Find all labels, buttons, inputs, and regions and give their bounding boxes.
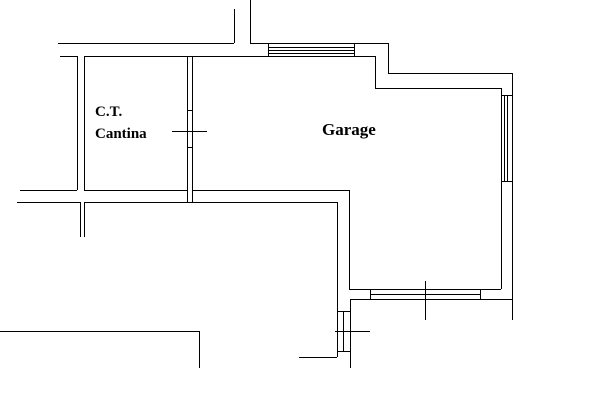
right-inner-wall <box>501 88 502 289</box>
right-outer-wall <box>512 73 513 320</box>
garage-step-inner-v <box>349 190 350 289</box>
lower-wall-outer-v <box>337 202 338 357</box>
top-inner-wall-left <box>60 56 77 57</box>
room-label-cantina: Cantina <box>95 126 147 142</box>
top-opening-jamb-right <box>250 0 251 43</box>
lower-wall-left-h <box>299 357 337 358</box>
bottom-window-center-marker <box>425 281 426 320</box>
bottom-wall-left-inner <box>20 190 77 191</box>
cantina-door-tick-top <box>187 110 192 111</box>
left-stub-inner <box>84 202 85 237</box>
top-inner-wall <box>84 56 375 57</box>
right-window-cap-top <box>501 95 512 96</box>
cantina-right-wall-line-1 <box>187 56 188 202</box>
bottom-wall-outer <box>84 202 337 203</box>
cantina-left-wall-outer <box>77 56 78 190</box>
left-stub-outer <box>80 202 81 237</box>
right-window-cap-bottom <box>501 181 512 182</box>
top-window-line-1 <box>268 47 354 48</box>
top-window-line-2 <box>268 50 354 51</box>
lower-window-cap-bottom <box>337 351 350 352</box>
bottom-left-wall-h <box>0 331 199 332</box>
cantina-door-center-marker <box>172 131 207 132</box>
cantina-door-tick-bottom <box>187 147 192 148</box>
right-window-line-2 <box>507 95 508 181</box>
top-window-line-3 <box>268 53 354 54</box>
top-right-inner-h <box>375 88 501 89</box>
right-window-line-1 <box>504 95 505 181</box>
room-label-ct: C.T. <box>95 104 123 120</box>
top-right-step-outer-v <box>388 43 389 73</box>
cantina-left-wall-inner <box>84 56 85 190</box>
top-right-step-inner-v <box>375 56 376 88</box>
top-right-outer-h <box>388 73 512 74</box>
garage-bottom-outer-wall <box>350 299 512 300</box>
bottom-left-wall-v <box>199 331 200 368</box>
room-label-garage: Garage <box>322 120 376 139</box>
cantina-right-wall-line-2 <box>192 56 193 202</box>
bottom-window-cap-right <box>480 289 481 299</box>
garage-bottom-left-inner <box>193 190 349 191</box>
lower-window-center-marker <box>335 331 370 332</box>
bottom-wall-left-outer <box>17 202 80 203</box>
lower-wall-inner-v <box>350 299 351 368</box>
top-window-cap-left <box>268 43 269 56</box>
top-outer-wall-left <box>58 43 234 44</box>
cantina-bottom-wall <box>84 190 187 191</box>
top-window-cap-right <box>354 43 355 56</box>
top-opening-jamb-left <box>234 9 235 43</box>
top-outer-wall-right <box>250 43 388 44</box>
